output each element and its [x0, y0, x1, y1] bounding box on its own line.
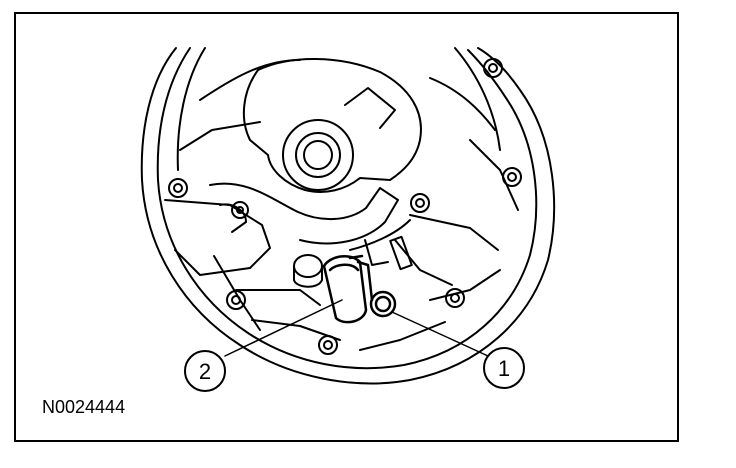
callout-1-label: 1 [498, 356, 510, 381]
housing-slots [364, 235, 413, 271]
callout-2: 2 [184, 350, 226, 392]
callout-2-label: 2 [199, 359, 211, 384]
figure-id: N0024444 [42, 397, 126, 417]
bolt-heads [168, 58, 522, 355]
housing-ribs [164, 59, 519, 351]
o-ring [369, 290, 397, 318]
callout-1: 1 [483, 347, 525, 389]
valve-component [322, 254, 374, 324]
callout-leaders [224, 299, 489, 357]
figure-frame [14, 12, 679, 442]
center-hub [209, 58, 422, 251]
housing-outer-ring [140, 47, 556, 385]
plug [293, 254, 323, 288]
